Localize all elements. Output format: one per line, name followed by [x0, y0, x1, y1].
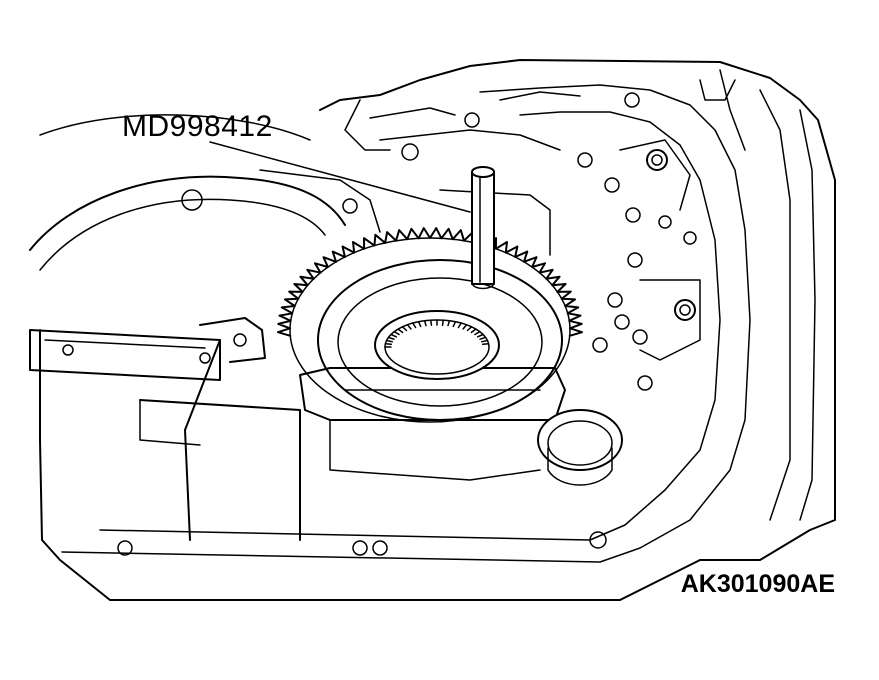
callout-leader-line: [209, 141, 471, 213]
oil-seal: [537, 409, 623, 486]
figure-reference-code: AK301090AE: [680, 570, 835, 598]
flange-bolt-holes: [117, 92, 697, 556]
lower-left-housing: [29, 317, 301, 541]
carrier-assembly: [299, 259, 566, 481]
right-side-bosses: [619, 139, 701, 361]
tool-callout-label: MD998412: [122, 110, 273, 143]
upper-ribs: [259, 91, 581, 256]
left-bore-outline: [29, 114, 346, 271]
special-tool-shaft: [471, 166, 495, 290]
ring-gear: [277, 227, 583, 423]
transaxle-case-outline: [39, 59, 836, 601]
